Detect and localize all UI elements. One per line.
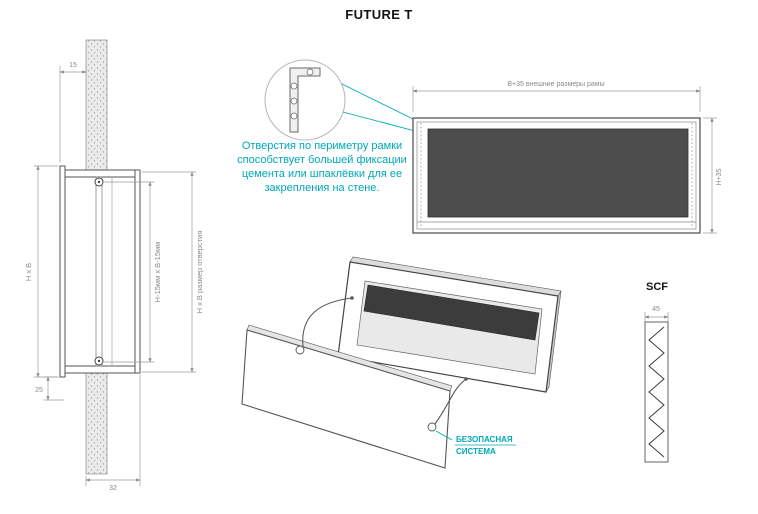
corner-profile bbox=[289, 67, 321, 133]
safety-leader-line bbox=[435, 430, 453, 441]
iso-frame-slot bbox=[363, 284, 540, 341]
perforation-hole bbox=[290, 82, 298, 90]
dim-inner-label: H-15мм x B-15мм bbox=[153, 242, 162, 303]
detail-callout-line bbox=[341, 83, 414, 120]
safety-label-line1: БЕЗОПАСНАЯ bbox=[456, 435, 513, 444]
dim-height bbox=[703, 117, 717, 234]
perforation-hole bbox=[306, 68, 314, 76]
frame-bottom-plate bbox=[64, 365, 141, 374]
dim-height-label: H+35 bbox=[716, 168, 723, 185]
panel-anchor-right-icon bbox=[427, 422, 437, 432]
cable-end bbox=[350, 296, 354, 300]
wall-hatch-upper bbox=[85, 39, 108, 171]
detail-bubble bbox=[264, 59, 346, 141]
screw-bottom-center bbox=[97, 359, 101, 363]
section-view: 15 H x B H-15мм x B-15мм H x B разм bbox=[24, 39, 204, 492]
frame-profile bbox=[59, 165, 141, 378]
drawing-title: FUTURE T bbox=[345, 7, 413, 22]
dim-inner bbox=[103, 181, 155, 363]
detail-circle bbox=[264, 59, 416, 141]
scf-view: SCF 45 bbox=[644, 281, 669, 463]
front-view: B+35 внешние размеры рамы H+35 bbox=[412, 81, 723, 234]
safety-label-line2: СИСТЕМА bbox=[456, 447, 496, 456]
frame-top-plate bbox=[64, 169, 141, 178]
cable-end bbox=[464, 377, 468, 381]
dim-opening-label: H x B размер отверстия bbox=[195, 231, 204, 314]
screw-top-center bbox=[97, 180, 101, 184]
frame-inner-channel bbox=[95, 176, 103, 367]
safety-cable-left bbox=[302, 297, 353, 348]
scf-title: SCF bbox=[646, 281, 668, 293]
frame-dark-panel bbox=[427, 128, 689, 218]
dim-45-label: 45 bbox=[652, 306, 660, 313]
dim-45 bbox=[644, 312, 669, 322]
dim-hxb bbox=[33, 165, 59, 378]
panel-anchor-left-icon bbox=[295, 345, 305, 355]
perforation-hole bbox=[290, 97, 298, 105]
dim-width-label: B+35 внешние размеры рамы bbox=[507, 81, 604, 88]
dim-32-label: 32 bbox=[109, 485, 117, 492]
dim-25 bbox=[43, 376, 65, 401]
dim-25-label: 25 bbox=[35, 387, 43, 394]
dim-15 bbox=[59, 65, 87, 163]
dim-15-label: 15 bbox=[69, 62, 77, 69]
detail-note-text: Отверстия по периметру рамки способствуе… bbox=[237, 140, 407, 195]
iso-view: БЕЗОПАСНАЯ СИСТЕМА bbox=[241, 256, 562, 469]
wall-hatch-lower bbox=[85, 372, 108, 475]
scf-louvre-pattern bbox=[648, 326, 665, 458]
dim-opening bbox=[141, 171, 197, 373]
dim-hxb-label: H x B bbox=[24, 263, 33, 281]
safety-cable-right bbox=[434, 378, 467, 425]
scf-grille-body bbox=[644, 321, 669, 463]
dim-32 bbox=[85, 374, 141, 487]
perforation-hole bbox=[290, 112, 298, 120]
frame-back-plate bbox=[134, 169, 141, 374]
detail-callout-line bbox=[342, 111, 416, 132]
frame-inner-rect bbox=[416, 121, 697, 230]
dim-width bbox=[412, 86, 701, 112]
iso-panel bbox=[241, 329, 451, 469]
frame-front-flange bbox=[59, 165, 66, 378]
